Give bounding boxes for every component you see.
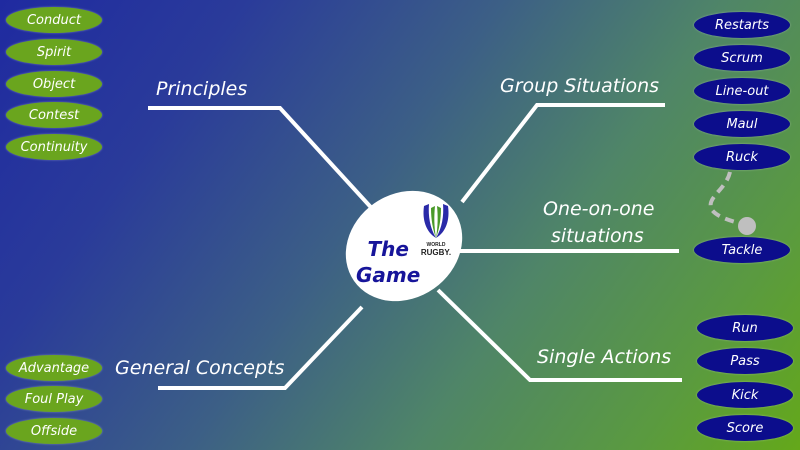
group-item[interactable]: Restarts [694,12,790,38]
world-rugby-logo-icon [423,204,449,238]
general-connector [158,305,364,390]
general-item[interactable]: Offside [6,418,102,444]
branch-one-on-one-line1[interactable]: One-on-one [543,198,655,220]
single-connector [436,288,682,382]
group-item[interactable]: Ruck [694,144,790,170]
principle-item[interactable]: Object [6,71,102,97]
single-action-item[interactable]: Score [697,415,793,441]
one-on-one-item[interactable]: Tackle [694,237,790,263]
single-action-item[interactable]: Run [697,315,793,341]
ruck-tackle-link-end [738,217,756,235]
branch-group-situations[interactable]: Group Situations [500,75,660,97]
branch-principles[interactable]: Principles [156,78,248,100]
principle-item[interactable]: Continuity [6,134,102,160]
group-connector [460,103,665,204]
principle-item[interactable]: Spirit [6,39,102,65]
group-item[interactable]: Scrum [694,45,790,71]
branch-single-actions[interactable]: Single Actions [537,346,672,368]
general-item[interactable]: Foul Play [6,386,102,412]
ruck-tackle-dashed-link [708,171,747,227]
general-item[interactable]: Advantage [6,355,102,381]
single-action-item[interactable]: Kick [697,382,793,408]
group-item[interactable]: Line-out [694,78,790,104]
principles-connector [148,106,380,217]
branch-general-concepts[interactable]: General Concepts [115,357,285,379]
principle-item[interactable]: Conduct [6,7,102,33]
principle-item[interactable]: Contest [6,102,102,128]
group-item[interactable]: Maul [694,111,790,137]
branch-one-on-one-line2[interactable]: situations [551,225,644,247]
single-action-item[interactable]: Pass [697,348,793,374]
